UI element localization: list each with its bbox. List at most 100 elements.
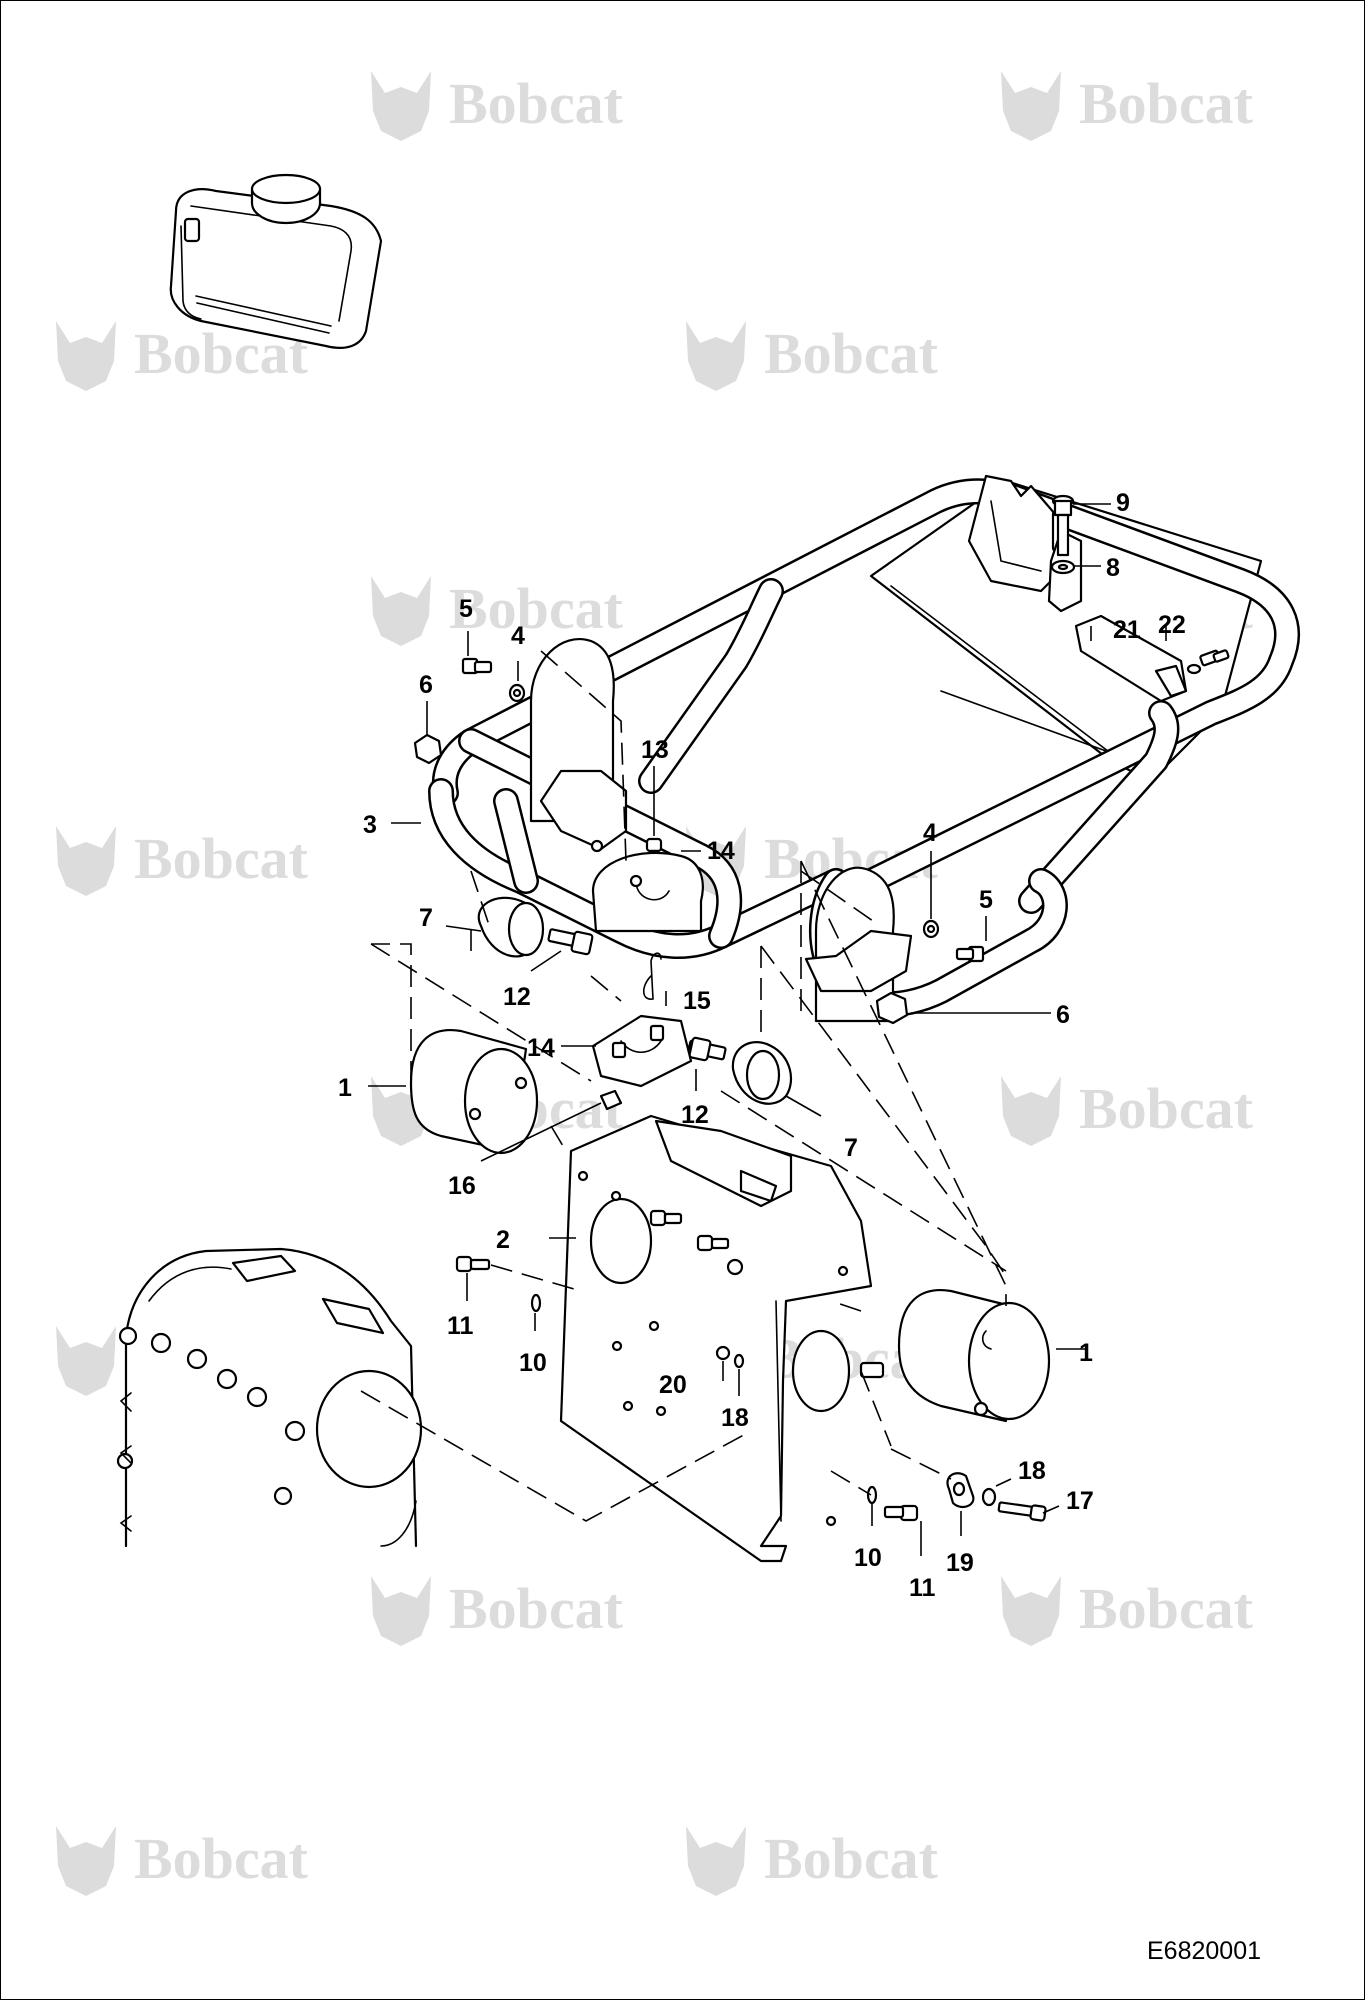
callout-20: 20 xyxy=(659,1371,687,1399)
washer-4-right xyxy=(922,919,940,939)
isolator-7-left xyxy=(477,896,545,958)
bobcat-watermark: Bobcat xyxy=(371,71,624,141)
watermark-text: Bobcat xyxy=(764,1826,939,1891)
callout-7: 7 xyxy=(844,1134,858,1162)
watermark-text: Bobcat xyxy=(449,71,624,136)
callout-21: 21 xyxy=(1113,616,1141,644)
callout-2: 2 xyxy=(496,1226,510,1254)
bobcat-watermark: Bobcat xyxy=(1001,71,1254,141)
washer-10-right xyxy=(866,1485,878,1505)
bolt-22 xyxy=(1186,649,1230,675)
bolt-12-right xyxy=(687,1036,727,1062)
bolt-5-left xyxy=(461,657,493,675)
callout-6: 6 xyxy=(1056,1001,1070,1029)
bobcat-logo-icon xyxy=(371,576,431,646)
bobcat-logo-icon xyxy=(686,321,746,391)
bobcat-logo-icon xyxy=(56,321,116,391)
bobcat-watermark: Bobcat xyxy=(371,1576,624,1646)
callout-5: 5 xyxy=(459,595,473,623)
bobcat-watermark: Bobcat xyxy=(686,321,939,391)
callout-14: 14 xyxy=(707,837,735,865)
callout-11: 11 xyxy=(447,1312,474,1340)
watermark-text: Bobcat xyxy=(449,576,624,641)
washer-10-left xyxy=(530,1293,542,1313)
bobcat-watermark: Bobcat xyxy=(56,826,309,896)
callout-11: 11 xyxy=(909,1574,936,1602)
callout-18: 18 xyxy=(721,1404,749,1432)
bobcat-logo-icon xyxy=(56,1326,116,1396)
callout-10: 10 xyxy=(854,1544,882,1572)
clamp-14-upper xyxy=(591,851,704,933)
callout-4: 4 xyxy=(511,622,525,650)
bobcat-logo-icon xyxy=(371,1576,431,1646)
watermark-text: Bobcat xyxy=(449,1576,624,1641)
hook-15 xyxy=(642,952,662,1000)
nut-6-right xyxy=(875,991,909,1025)
callout-6: 6 xyxy=(419,671,433,699)
leader-lines xyxy=(368,503,1167,1556)
callout-12: 12 xyxy=(503,983,531,1011)
bobcat-watermark: Bobcat xyxy=(1001,1076,1254,1146)
callout-13: 13 xyxy=(641,736,669,764)
washer-18-lower xyxy=(981,1487,997,1507)
callout-10: 10 xyxy=(519,1349,547,1377)
pin-right xyxy=(859,1361,885,1379)
assembly-lines xyxy=(360,650,1007,1522)
callout-12: 12 xyxy=(681,1101,709,1129)
bobcat-logo-icon xyxy=(1001,1076,1061,1146)
bolt-11-left xyxy=(455,1255,491,1273)
callout-5: 5 xyxy=(979,886,993,914)
isolator-7-right xyxy=(731,1041,793,1105)
callout-8: 8 xyxy=(1106,554,1120,582)
callout-18: 18 xyxy=(1018,1457,1046,1485)
callout-4: 4 xyxy=(923,819,937,847)
fuel-tank xyxy=(169,173,383,349)
bobcat-logo-icon xyxy=(1001,1576,1061,1646)
callout-9: 9 xyxy=(1116,489,1130,517)
washer-4-left xyxy=(508,683,526,703)
bobcat-watermark: Bobcat xyxy=(1001,1576,1254,1646)
bobcat-logo-icon xyxy=(371,71,431,141)
bolt-9 xyxy=(1051,494,1075,557)
pulley-1-right xyxy=(897,1289,1051,1423)
clamp-14-lower xyxy=(591,1014,693,1088)
callout-1: 1 xyxy=(338,1074,352,1102)
engine-block xyxy=(116,1247,423,1548)
washer-8 xyxy=(1050,559,1076,575)
bobcat-logo-icon xyxy=(371,1076,431,1146)
cable-clamp-19 xyxy=(946,1472,975,1509)
callout-17: 17 xyxy=(1066,1487,1094,1515)
bolt-17 xyxy=(997,1501,1047,1522)
bobcat-logo-icon xyxy=(686,1826,746,1896)
bobcat-logo-icon xyxy=(1001,71,1061,141)
nut-6-left xyxy=(413,733,443,765)
bobcat-logo-icon xyxy=(56,826,116,896)
right-mount-bracket xyxy=(804,866,913,1023)
bobcat-logo-icon xyxy=(56,1826,116,1896)
watermark-text: Bobcat xyxy=(764,321,939,386)
callout-22: 22 xyxy=(1158,611,1186,639)
callout-16: 16 xyxy=(448,1172,476,1200)
watermark-text: Bobcat xyxy=(1079,71,1254,136)
bobcat-watermark: Bobcat xyxy=(371,576,624,646)
watermark-text: Bobcat xyxy=(1079,1076,1254,1141)
watermark-text: Bobcat xyxy=(134,1826,309,1891)
watermark-text: Bobcat xyxy=(1079,1576,1254,1641)
callout-3: 3 xyxy=(363,811,377,839)
backing-plate-2 xyxy=(559,1114,873,1563)
callout-labels: 9 8 21 22 5 4 6 13 3 14 4 5 7 12 6 15 14… xyxy=(338,489,1186,1602)
callout-7: 7 xyxy=(419,904,433,932)
bolt-11-right xyxy=(883,1504,919,1522)
left-mount-bracket xyxy=(529,638,628,853)
clip-16 xyxy=(599,1089,623,1111)
pulley-1-left xyxy=(409,1029,539,1155)
figure-number: E6820001 xyxy=(1147,1937,1261,1965)
bolt-12-left xyxy=(547,928,594,956)
bobcat-watermark: Bobcat xyxy=(686,1826,939,1896)
callout-1: 1 xyxy=(1079,1339,1093,1367)
bolt-5-right xyxy=(955,945,985,963)
plate-bolts xyxy=(649,1209,745,1369)
callout-19: 19 xyxy=(946,1549,974,1577)
